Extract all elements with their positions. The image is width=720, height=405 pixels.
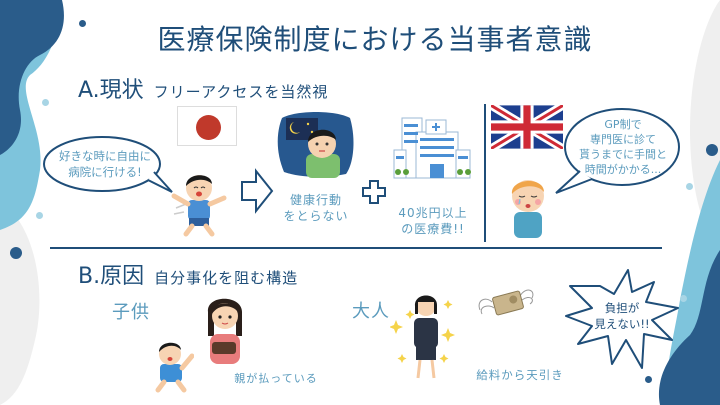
vertical-divider [484, 104, 486, 242]
caption-deducted-from-salary: 給料から天引き [476, 368, 564, 382]
decor-dot [42, 99, 49, 106]
decor-dot [79, 20, 86, 27]
section-a-heading: A.現状 [78, 78, 144, 103]
speech-bubble-japan-text: 好きな時に自由に 病院に行ける! [59, 149, 151, 180]
adult-label: 大人 [352, 301, 390, 322]
baby-boy-icon [155, 342, 194, 393]
section-b-header: B.原因 自分事化を阻む構造 [78, 258, 298, 290]
mother-with-wallet-icon [207, 298, 243, 364]
happy-boy-running-icon [171, 175, 227, 237]
sleepless-man-at-night-icon [277, 112, 354, 178]
decor-dot [686, 183, 693, 190]
caption-parents-pay: 親が払っている [234, 372, 318, 385]
decor-dot [645, 376, 652, 383]
uk-flag-icon [491, 105, 563, 149]
decor-dot [706, 144, 718, 156]
section-divider [50, 247, 662, 249]
section-a-subheading: フリーアクセスを当然視 [153, 83, 329, 101]
decor-dot [10, 247, 22, 259]
speech-bubble-uk-text: GP制で 専門医に診て 貰うまでに手間と 時間がかかる... [579, 118, 667, 176]
right-arrow-outline-icon [241, 168, 274, 214]
burst-callout [565, 269, 679, 369]
child-label: 子供 [112, 302, 150, 323]
hospital-building-icon [393, 117, 471, 179]
burst-text: 負担が 見えない!! [594, 301, 650, 332]
sad-crying-boy-icon [511, 180, 544, 238]
japan-flag-icon [177, 106, 237, 146]
section-b-heading: B.原因 [78, 264, 145, 289]
decor-dot [36, 212, 43, 219]
speech-bubble-uk [555, 108, 680, 194]
caption-medical-cost: 40兆円以上 の医療費!! [398, 206, 468, 237]
flying-banknote-icon [478, 289, 534, 316]
plus-outline-icon [362, 180, 386, 204]
slide-title: 医療保険制度における当事者意識 [157, 23, 593, 56]
section-b-subheading: 自分事化を阻む構造 [154, 269, 299, 287]
businesswoman-sparkle-icon [390, 295, 455, 379]
decor-dot [680, 295, 687, 302]
section-a-header: A.現状 フリーアクセスを当然視 [78, 72, 328, 104]
caption-no-health-behavior: 健康行動 をとらない [283, 193, 349, 224]
speech-bubble-japan [43, 136, 173, 193]
